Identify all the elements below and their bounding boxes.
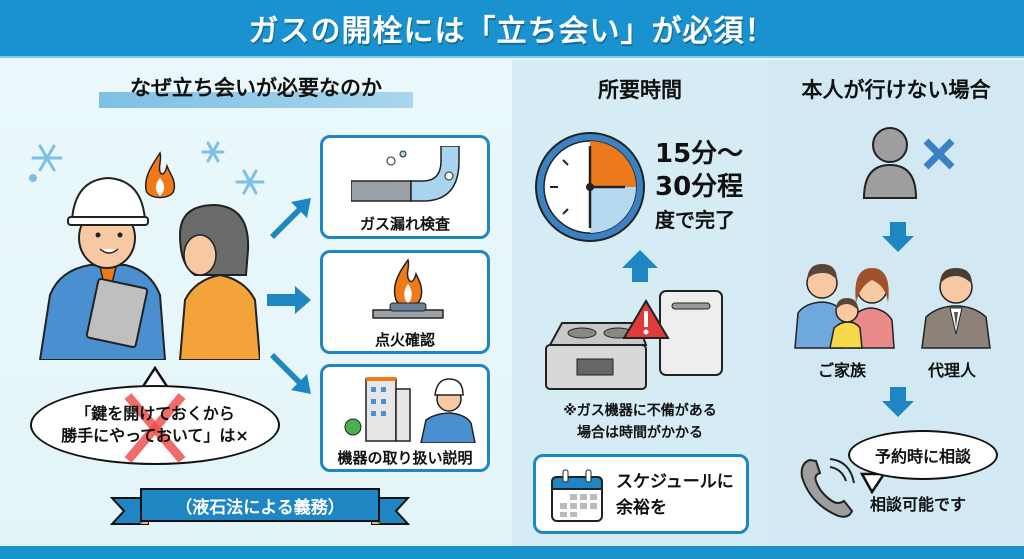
note-line-1: ※ガス機器に不備がある	[563, 403, 717, 419]
card-label: 点火確認	[374, 331, 435, 349]
page-title: ガスの開栓には「立ち会い」が必須！	[248, 14, 776, 49]
phone-icon	[800, 458, 855, 518]
legal-obligation-ribbon: （液石法による義務）	[140, 488, 380, 522]
gas-pipe-leak-icon	[351, 146, 460, 202]
title-highlight	[99, 92, 413, 108]
family-label: ご家族	[818, 361, 867, 380]
schedule-line-1: スケジュールに	[616, 472, 734, 492]
bubble-line-2: 勝手にやっておいて」は×	[61, 426, 249, 445]
gas-appliances-warning-icon	[545, 290, 723, 390]
card-gas-leak-check: ガス漏れ検査	[320, 135, 490, 239]
arrows-to-cards	[267, 198, 311, 394]
family-icon	[794, 264, 895, 349]
absent-person-icon	[862, 127, 955, 199]
time-line-2: 30分程	[655, 172, 744, 202]
card-ignition-check: 点火確認	[320, 250, 490, 354]
agent-icon	[921, 268, 991, 349]
consult-available-text: 相談可能です	[870, 495, 967, 514]
agent-label: 代理人	[928, 361, 977, 380]
cross-mark-icon	[124, 393, 186, 463]
clock-icon	[535, 132, 645, 242]
bubble-line-1: 「鍵を開けておくから	[75, 404, 235, 423]
technician-illustration	[38, 176, 260, 360]
header-banner: ガスの開栓には「立ち会い」が必須！	[0, 0, 1024, 58]
card-label: ガス漏れ検査	[359, 215, 450, 233]
footer-bar	[0, 546, 1024, 559]
duration-title: 所要時間	[598, 78, 682, 102]
reservation-bubble-text: 予約時に相談	[874, 447, 971, 466]
schedule-card: スケジュールに 余裕を	[533, 454, 749, 534]
arrow-down-icon	[882, 222, 914, 252]
delay-note: ※ガス機器に不備がある 場合は時間がかかる	[522, 400, 758, 444]
flame-icon	[144, 151, 176, 199]
technician-building-icon	[344, 377, 476, 443]
gas-burner-flame-icon	[372, 258, 444, 319]
arrow-down-icon	[882, 387, 914, 417]
arrow-up-icon	[622, 250, 658, 282]
bubble-tail	[859, 472, 887, 494]
schedule-text: スケジュールに 余裕を	[616, 469, 734, 521]
snowflake-icon	[29, 141, 265, 195]
absent-title: 本人が行けない場合	[801, 78, 991, 102]
time-line-3: 度で完了	[655, 208, 735, 232]
card-label: 機器の取り扱い説明	[337, 449, 473, 467]
duration-text: 15分～ 30分程 度で完了	[655, 138, 743, 237]
note-line-2: 場合は時間がかかる	[577, 425, 703, 441]
reservation-speech-bubble	[848, 430, 998, 480]
calendar-icon	[551, 469, 603, 522]
card-equipment-explanation: 機器の取り扱い説明	[320, 364, 490, 472]
warning-bubble-text: 「鍵を開けておくから 勝手にやっておいて」は×	[30, 403, 280, 447]
schedule-line-2: 余裕を	[616, 498, 667, 518]
time-line-1: 15分～	[655, 139, 744, 169]
why-title: なぜ立ち会いが必要なのか	[130, 76, 382, 100]
ribbon-text: （液石法による義務）	[175, 497, 345, 518]
